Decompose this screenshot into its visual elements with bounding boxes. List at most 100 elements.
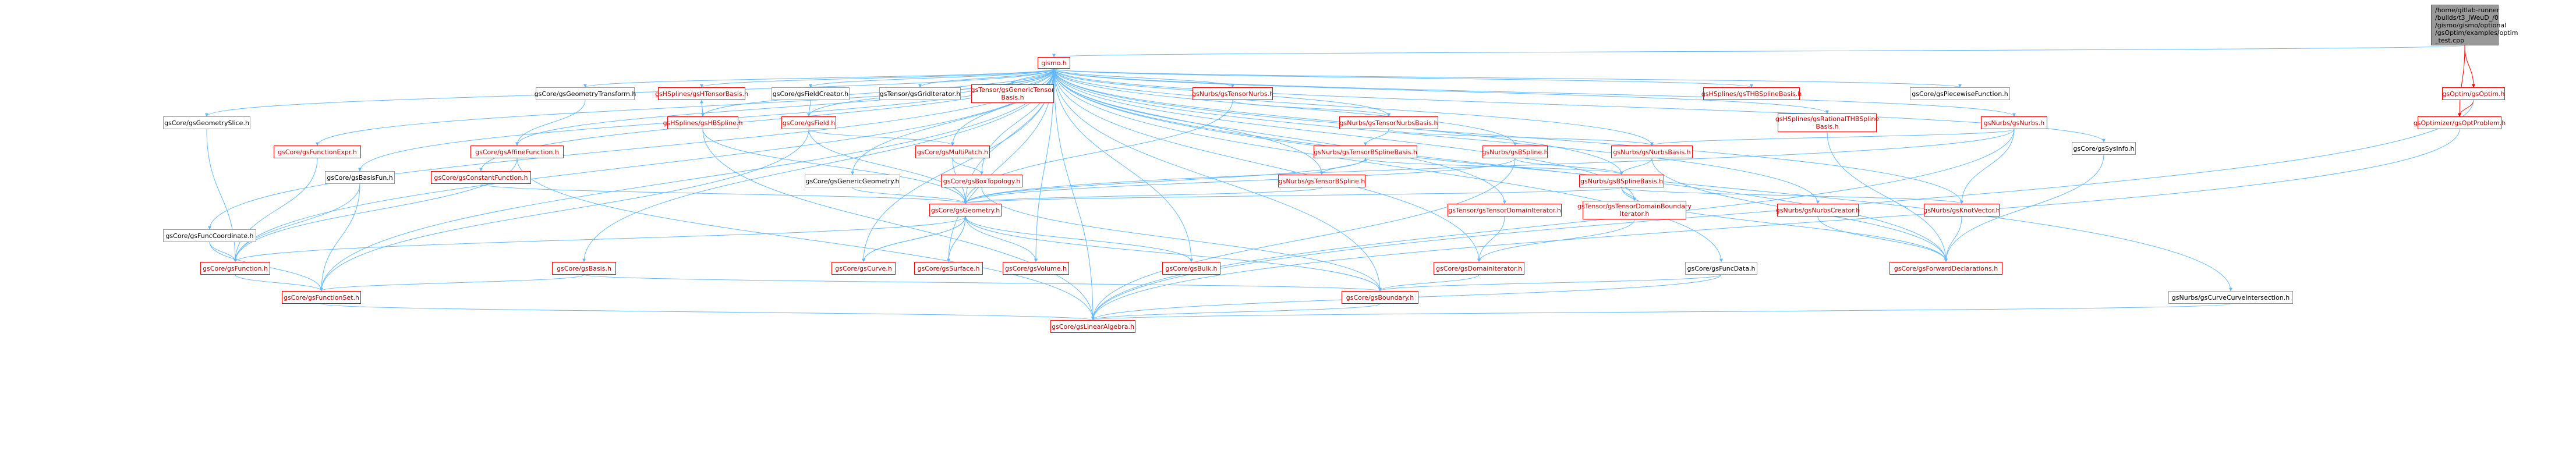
node-gsfunccoordinate-h[interactable]: gsCore/gsFuncCoordinate.h (163, 229, 256, 242)
edge-knotvector-to-fwddecl (1944, 216, 1962, 262)
edge-tensornurbsbasis-to-nurbsbasis (1388, 129, 1654, 146)
node-gssysinfo-h[interactable]: gsCore/gsSysInfo.h (2072, 142, 2136, 155)
edge-hbspline-to-linalg (702, 129, 1095, 321)
node-gsboxtopology-h[interactable]: gsCore/gsBoxTopology.h (941, 175, 1022, 187)
node-gsaffinefunction-h[interactable]: gsCore/gsAffineFunction.h (470, 145, 564, 158)
edge-genericgeom-to-geometry (852, 187, 967, 204)
node-gshbspline-h[interactable]: gsHSplines/gsHBSpline.h (663, 116, 742, 129)
node-gsfunctionexpr-h[interactable]: gsCore/gsFunctionExpr.h (274, 145, 361, 158)
node-gstensornurbsbasis-h[interactable]: gsNurbs/gsTensorNurbsBasis.h (1339, 116, 1438, 129)
node-gsfunctionset-h[interactable]: gsCore/gsFunctionSet.h (282, 291, 361, 304)
node-gsnurbsbasis-h[interactable]: gsNurbs/gsNurbsBasis.h (1611, 145, 1693, 158)
edge-bspline-to-geometry (964, 158, 1516, 204)
edge-tensordomiter-to-domainiter (1477, 216, 1505, 262)
node-gsoptproblem-h[interactable]: gsOptimizer/gsOptProblem.h (2414, 116, 2506, 129)
edge-curvecurve-to-linalg (1091, 303, 2231, 321)
node-gsboundary-h[interactable]: gsCore/gsBoundary.h (1342, 291, 1418, 304)
node-gscurvecurveintersection-h[interactable]: gsNurbs/gsCurveCurveIntersection.h (2168, 291, 2293, 304)
edge-function-to-functionset (235, 274, 323, 292)
edge-gismo-to-nurbsbasis (1053, 68, 1654, 146)
node-gsoptim-h[interactable]: gsOptim/gsOptim.h (2442, 87, 2505, 100)
edge-basisfun-to-function (233, 183, 360, 262)
edge-surface-to-geometry (948, 216, 967, 262)
edge-field-to-multipatch (808, 129, 954, 146)
node-gsthbsplinebasis-h[interactable]: gsHSplines/gsTHBSplineBasis.h (1701, 87, 1802, 100)
node-gsmultipatch-h[interactable]: gsCore/gsMultiPatch.h (915, 145, 990, 158)
edge-bspline-to-bsplinebasis (1515, 158, 1623, 175)
node-gstensorbsplinebasis-h[interactable]: gsNurbs/gsTensorBSplineBasis.h (1314, 145, 1417, 158)
node-gsgeometry-h[interactable]: gsCore/gsGeometry.h (929, 204, 1002, 216)
node-gssurface-h[interactable]: gsCore/gsSurface.h (914, 262, 983, 275)
edge-gismo-to-rationalthb (1053, 68, 1829, 114)
node-gsbsplinebasis-h[interactable]: gsNurbs/gsBSplineBasis.h (1579, 175, 1664, 187)
edge-hbspline-to-thbbasis (700, 100, 704, 117)
edge-field-to-functionset (320, 129, 809, 292)
node-gsfuncdata-h[interactable]: gsCore/gsFuncData.h (1685, 262, 1757, 275)
edge-nurbs-to-linalg (1091, 129, 2015, 321)
node-gshtensorbasis-h[interactable]: gsHSplines/gsHTensorBasis.h (655, 87, 748, 100)
edge-geomtransform-to-affinefunc (515, 100, 586, 146)
edge-gismo-to-fwddecl (1053, 68, 1948, 262)
node-gsdomainiterator-h[interactable]: gsCore/gsDomainIterator.h (1434, 262, 1524, 275)
edge-nurbscreator-to-fwddecl (1817, 216, 1948, 262)
edge-gismo-to-knotvector (1053, 68, 1963, 204)
edge-rationalthb-to-fwddecl (1827, 132, 1948, 262)
edge-geometry-to-function (233, 216, 966, 262)
edge-gismo-to-piecewise (1053, 68, 1962, 88)
edge-bsplinebasis-to-geometry (964, 187, 1622, 204)
edge-geometry-to-boundary (965, 216, 1382, 292)
edge-gsoptim-to-optproblem (2458, 100, 2474, 117)
edge-gismo-to-linalg (1053, 68, 1095, 321)
node-gsforwarddeclarations-h[interactable]: gsCore/gsForwardDeclarations.h (1889, 262, 2002, 275)
edge-nurbs-to-knotvector (1960, 129, 2015, 204)
node-gslinearalgebra-h[interactable]: gsCore/gsLinearAlgebra.h (1050, 320, 1135, 333)
edge-curve-to-geometry (863, 216, 967, 262)
edge-gismo-to-funcexpr (316, 68, 1055, 146)
node-gsconstantfunction-h[interactable]: gsCore/gsConstantFunction.h (431, 171, 531, 184)
node-gspiecewisefunction-h[interactable]: gsCore/gsPiecewiseFunction.h (1910, 87, 2010, 100)
edge-gismo-to-tensordomiter (1053, 68, 1506, 204)
edge-tensorbspline-to-tensorbsplinebasis (1321, 158, 1367, 175)
edge-gismo-to-bulk (1053, 68, 1193, 262)
edge-gismo-to-basis (582, 68, 1055, 262)
edge-gismo-to-bsplinebasis (1053, 68, 1623, 175)
node-gsgenericgeometry-h[interactable]: gsCore/gsGenericGeometry.h (805, 175, 900, 187)
edge-gismo-to-boundary (1053, 68, 1382, 292)
edge-bsplinebasis-to-knotvector (1621, 187, 1963, 204)
node-gsvolume-h[interactable]: gsCore/gsVolume.h (1003, 262, 1069, 275)
node-gsbspline-h[interactable]: gsNurbs/gsBSpline.h (1482, 145, 1548, 158)
node-gsgenerictensorbasis-h[interactable]: gsTensor/gsGenericTensor Basis.h (971, 84, 1054, 103)
edge-sysinfo-to-fwddecl (1944, 154, 2104, 262)
node-gsrationalthbsplinebasis-h[interactable]: gsHSplines/gsRationalTHBSpline Basis.h (1775, 113, 1879, 132)
node-gsnurbscreator-h[interactable]: gsNurbs/gsNurbsCreator.h (1776, 204, 1860, 216)
node-gstensornurbs-h[interactable]: gsNurbs/gsTensorNurbs.h (1192, 87, 1273, 100)
node-gsbulk-h[interactable]: gsCore/gsBulk.h (1162, 262, 1220, 275)
edge-focus-to-optproblem (2458, 45, 2465, 117)
node-gsbasis-h[interactable]: gsCore/gsBasis.h (552, 262, 616, 275)
edge-gismo-to-function (233, 68, 1055, 262)
edge-tensornurbsbasis-to-tensorbsplinebasis (1364, 129, 1389, 146)
edge-geometry-to-bulk (965, 216, 1193, 262)
node-gismo-h[interactable]: gismo.h (1038, 57, 1070, 69)
node-gstensordomainboundaryiterator-h[interactable]: gsTensor/gsTensorDomainBoundary Iterator… (1577, 201, 1692, 219)
node-gsnurbs-h[interactable]: gsNurbs/gsNurbs.h (1981, 116, 2047, 129)
node-gsgeometryslice-h[interactable]: gsCore/gsGeometrySlice.h (163, 116, 250, 129)
edge-tensornurbs-to-tensornurbsbasis (1232, 100, 1390, 117)
node-gsbasisfun-h[interactable]: gsCore/gsBasisFun.h (325, 171, 395, 184)
node-gsknotvector-h[interactable]: gsNurbs/gsKnotVector.h (1923, 204, 2000, 216)
node-gsfieldcreator-h[interactable]: gsCore/gsFieldCreator.h (772, 87, 850, 100)
node-gstensorbspline-h[interactable]: gsNurbs/gsTensorBSpline.h (1278, 175, 1365, 187)
node-gsgriditerator-h[interactable]: gsTensor/gsGridIterator.h (879, 87, 961, 100)
node-gsfield-h[interactable]: gsCore/gsField.h (781, 116, 836, 129)
edge-gismo-to-fieldcreator (809, 68, 1055, 88)
node-gsgeometrytransform-h[interactable]: gsCore/gsGeometryTransform.h (535, 87, 636, 100)
edge-fieldcreator-to-field (807, 100, 811, 117)
node-gstensordomainiterator-h[interactable]: gsTensor/gsTensorDomainIterator.h (1448, 204, 1562, 216)
node-gscurve-h[interactable]: gsCore/gsCurve.h (831, 262, 896, 275)
edge-nurbsbasis-to-bsplinebasis (1620, 158, 1653, 175)
node-gsfunction-h[interactable]: gsCore/gsFunction.h (200, 262, 270, 275)
edge-focus-to-gismo (1053, 45, 2465, 58)
node-optim-test-cpp[interactable]: /home/gitlab-runner /builds/t3_JWeuD_/0 … (2431, 5, 2518, 45)
edge-gismo-to-hbspline (701, 68, 1055, 117)
